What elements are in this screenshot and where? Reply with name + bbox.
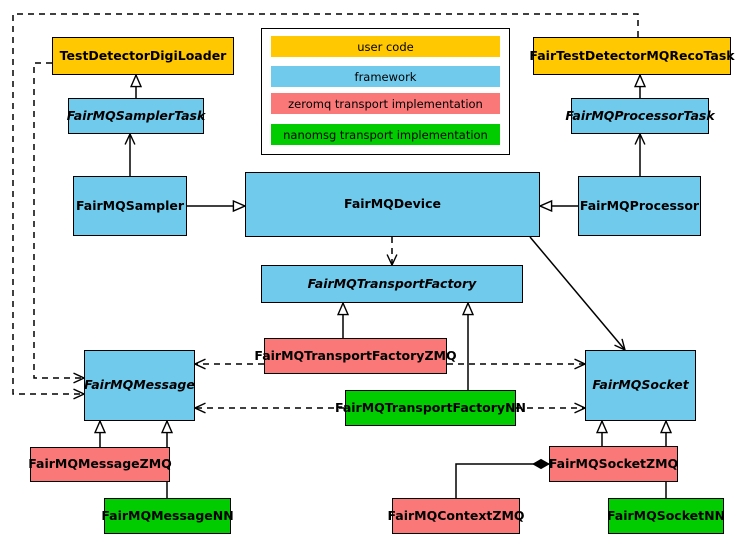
class-node-fairmqsocketzmq[interactable]: FairMQSocketZMQ — [549, 446, 678, 482]
legend-label-zeromq: zeromq transport implementation — [288, 96, 483, 111]
class-label: FairMQDevice — [344, 196, 441, 212]
class-label: FairMQProcessor — [579, 197, 700, 213]
class-label: FairMQSampler — [75, 197, 185, 213]
edge-digiloader-message — [33, 62, 84, 378]
legend-item-zeromq: zeromq transport implementation — [271, 93, 500, 114]
class-node-fairmqsampler[interactable]: FairMQSampler — [73, 176, 187, 236]
edge-recotask-message — [12, 13, 639, 394]
class-label: FairMQSocket — [592, 377, 689, 393]
class-node-fairmqmessage[interactable]: FairMQMessage — [84, 350, 195, 421]
class-label: FairMQSamplerTask — [66, 107, 206, 123]
class-node-fairmqmessagezmq[interactable]: FairMQMessageZMQ — [28, 447, 172, 482]
edge-device-socket — [529, 236, 625, 350]
class-label: FairMQSocketZMQ — [548, 455, 679, 471]
legend-item-nanomsg: nanomsg transport implementation — [271, 124, 500, 145]
class-node-fairmqtransportfactory[interactable]: FairMQTransportFactory — [261, 265, 523, 303]
class-node-fairmqdevice[interactable]: FairMQDevice — [245, 172, 540, 237]
legend-item-framework: framework — [271, 66, 500, 87]
class-node-fairmqcontextzmq[interactable]: FairMQContextZMQ — [387, 498, 525, 534]
legend-label-user-code: user code — [357, 39, 414, 54]
class-label: FairMQTransportFactoryZMQ — [254, 347, 457, 363]
class-label: TestDetectorDigiLoader — [59, 47, 227, 63]
class-label: FairTestDetectorMQRecoTask — [529, 47, 735, 63]
class-node-fairmqtransportfactoryzmq[interactable]: FairMQTransportFactoryZMQ — [254, 338, 457, 374]
class-node-fairmqtransportfactorynn[interactable]: FairMQTransportFactoryNN — [335, 390, 526, 426]
class-label: FairMQContextZMQ — [387, 507, 525, 523]
class-node-fairmqprocessor[interactable]: FairMQProcessor — [578, 176, 701, 236]
legend-item-user-code: user code — [271, 36, 500, 57]
class-node-fairmqprocessortask[interactable]: FairMQProcessorTask — [565, 98, 715, 134]
edge-contextzmq-socketzmq — [455, 458, 551, 498]
legend-label-framework: framework — [354, 69, 417, 84]
class-node-fairmqsocketnn[interactable]: FairMQSocketNN — [606, 498, 726, 534]
class-node-fairtestdetectormqrecotask[interactable]: FairTestDetectorMQRecoTask — [529, 37, 735, 75]
legend-label-nanomsg: nanomsg transport implementation — [283, 127, 488, 142]
class-node-fairmqmessagenn[interactable]: FairMQMessageNN — [101, 498, 234, 534]
class-label: FairMQMessageNN — [101, 507, 234, 523]
class-label: FairMQProcessorTask — [565, 107, 715, 123]
class-node-testdetectordigiloader[interactable]: TestDetectorDigiLoader — [52, 37, 234, 75]
class-label: FairMQMessageZMQ — [28, 456, 172, 472]
class-label: FairMQSocketNN — [606, 507, 726, 523]
class-node-fairmqsamplertask[interactable]: FairMQSamplerTask — [66, 98, 206, 134]
class-node-fairmqsocket[interactable]: FairMQSocket — [585, 350, 696, 421]
class-label: FairMQTransportFactoryNN — [335, 399, 526, 415]
class-label: FairMQMessage — [84, 377, 195, 393]
class-label: FairMQTransportFactory — [307, 275, 477, 291]
